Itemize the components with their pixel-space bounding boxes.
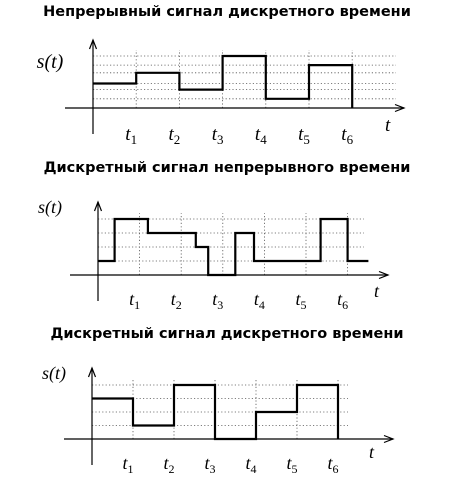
panel-3-tick-label-t6: t6 [327, 453, 338, 476]
panel-2: s(t) t t1 t2 t3 t4 t5 t6 [38, 197, 390, 312]
panel-2-tick-label-t1: t1 [129, 289, 140, 312]
panel-1-x-label: t [385, 115, 391, 136]
panel-1-tick-label-t2: t2 [169, 124, 181, 147]
panel-1-title: Непрерывный сигнал дискретного времени [43, 4, 411, 20]
panel-2-x-label: t [374, 281, 380, 301]
panel-2-tick-label-t6: t6 [337, 289, 348, 312]
panel-3-title: Дискретный сигнал дискретного времени [50, 326, 404, 342]
panel-3: s(t) t t1 t2 t3 t4 t5 t6 [42, 363, 395, 476]
panel-2-tick-label-t4: t4 [254, 289, 265, 312]
panel-2-tick-label-t3: t3 [212, 289, 223, 312]
panel-2-signal-line [98, 217, 369, 277]
panel-3-tick-label-t5: t5 [286, 453, 297, 476]
panel-3-x-axis-arrow [383, 434, 395, 444]
panel-2-x-axis-arrow [378, 270, 390, 280]
panel-3-tick-label-t4: t4 [245, 453, 256, 476]
panel-3-y-axis-arrow [87, 366, 97, 378]
panel-3-tick-label-t2: t2 [163, 453, 174, 476]
panel-2-tick-label-t5: t5 [295, 289, 306, 312]
panel-3-y-label: s(t) [42, 363, 66, 384]
panel-3-x-label: t [369, 442, 375, 462]
panel-3-tick-label-t3: t3 [204, 453, 215, 476]
panel-1-y-label: s(t) [37, 51, 64, 73]
panel-1-y-axis-arrow [88, 38, 98, 50]
panel-2-title: Дискретный сигнал непрерывного времени [43, 160, 411, 176]
panel-3-signal-line [92, 383, 340, 441]
panel-1-tick-label-t5: t5 [298, 124, 310, 147]
panel-1-tick-label-t1: t1 [125, 124, 137, 147]
panel-2-y-label: s(t) [38, 197, 62, 218]
panel-1-x-axis-arrow [394, 103, 406, 113]
panel-1: s(t) t t1 t2 t3 t4 t5 t6 [37, 38, 406, 147]
panel-1-tick-label-t4: t4 [255, 124, 267, 147]
panel-1-tick-label-t6: t6 [341, 124, 353, 147]
panel-1-signal-line [93, 54, 354, 108]
panel-3-tick-label-t1: t1 [122, 453, 133, 476]
panel-2-tick-label-t2: t2 [171, 289, 182, 312]
panel-1-tick-label-t3: t3 [212, 124, 224, 147]
panel-2-y-axis-arrow [93, 200, 103, 212]
